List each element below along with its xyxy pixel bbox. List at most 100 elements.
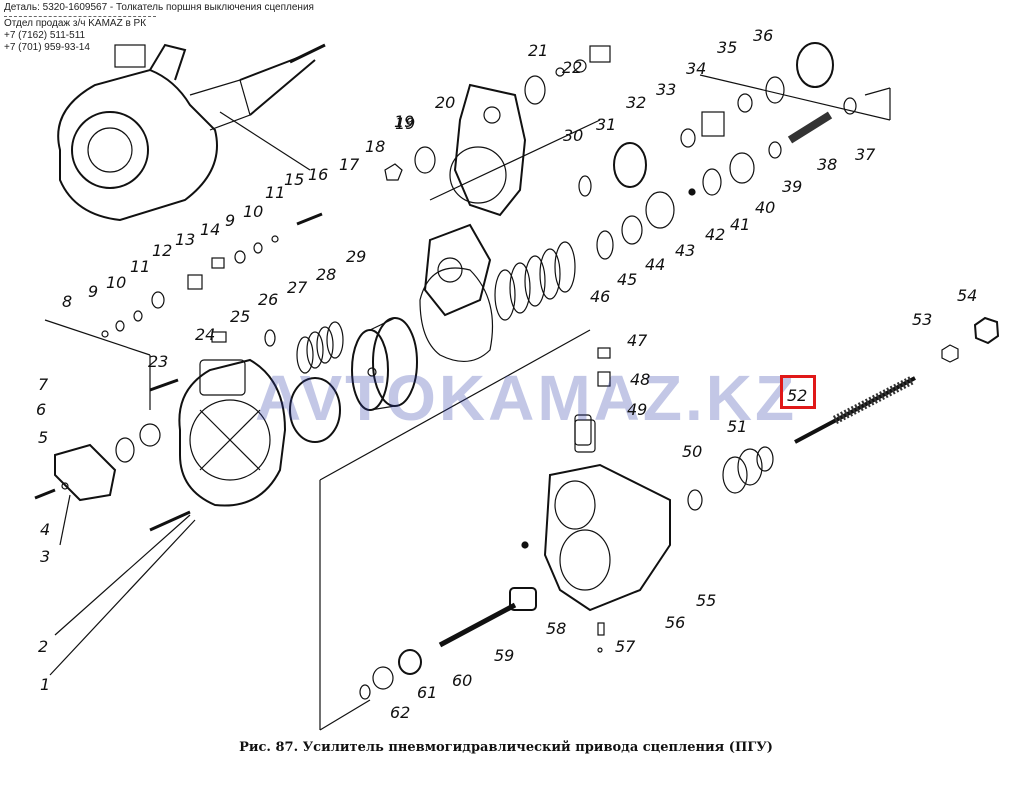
part-number-label[interactable]: 2	[38, 637, 48, 656]
part-number-label[interactable]: 27	[287, 278, 308, 297]
part-number-label[interactable]: 26	[258, 290, 278, 309]
plug-47-illustration	[597, 347, 611, 359]
part-number-label[interactable]: 43	[675, 241, 695, 260]
part-number-label[interactable]: 36	[753, 26, 773, 45]
part-number-label[interactable]: 45	[617, 270, 637, 289]
boot-51-illustration	[722, 446, 774, 494]
part-number-label[interactable]: 46	[590, 287, 610, 306]
part-number-label[interactable]: 54	[957, 286, 977, 305]
washer-3-illustration	[61, 482, 69, 490]
part-number-label[interactable]: 32	[626, 93, 646, 112]
leader-line	[219, 111, 311, 171]
part-number-label[interactable]: 5	[38, 428, 48, 447]
plug-58-illustration	[521, 541, 529, 549]
part-number-label[interactable]: 42	[705, 225, 725, 244]
part-number-label[interactable]: 34	[686, 59, 706, 78]
part-number-label[interactable]: 48	[630, 370, 650, 389]
part-number-label[interactable]: 8	[62, 292, 72, 311]
pusher-59-illustration	[438, 587, 537, 648]
part-number-label[interactable]: 61	[417, 683, 437, 702]
part-number-label[interactable]: 11	[265, 183, 285, 202]
push-rod-52-illustration	[794, 376, 916, 444]
part-number-label[interactable]: 19	[394, 112, 414, 131]
part-number-label[interactable]: 57	[615, 637, 636, 656]
part-number-label[interactable]: 25	[230, 307, 250, 326]
part-number-label[interactable]: 4	[40, 520, 50, 539]
part-number-label[interactable]: 3	[40, 547, 50, 566]
part-number-label[interactable]: 9	[88, 282, 98, 301]
plug-24-illustration	[211, 331, 227, 343]
part-number-label[interactable]: 18	[365, 137, 385, 156]
part-number-label[interactable]: 38	[817, 155, 837, 174]
part-number-label[interactable]: 23	[148, 352, 168, 371]
plug-8-illustration	[101, 330, 109, 338]
ring-62-illustration	[359, 684, 371, 700]
part-number-label[interactable]: 21	[528, 41, 548, 60]
part-number-label[interactable]: 37	[855, 145, 876, 164]
cup-61-illustration	[372, 666, 394, 690]
watermark-text: AVTOKAMAZ.KZ	[255, 362, 797, 434]
valve-48-illustration	[597, 371, 611, 387]
header-divider	[4, 16, 156, 17]
ring-57-illustration	[597, 647, 603, 653]
part-number-label[interactable]: 14	[200, 220, 220, 239]
part-number-label[interactable]: 41	[730, 215, 750, 234]
part-number-label[interactable]: 12	[152, 241, 172, 260]
part-number-label[interactable]: 17	[339, 155, 360, 174]
part-number-label[interactable]: 40	[755, 198, 775, 217]
part-number-label[interactable]: 59	[494, 646, 514, 665]
part-number-label[interactable]: 16	[308, 165, 328, 184]
part-number-label[interactable]: 49	[627, 400, 647, 419]
part-number-label[interactable]: 9	[225, 211, 235, 230]
part-info-header: Деталь: 5320-1609567 - Толкатель поршня …	[4, 2, 314, 54]
part-number-label[interactable]: 6	[36, 400, 46, 419]
gasket-6-illustration	[115, 437, 135, 463]
nut-54-illustration	[973, 316, 1000, 345]
valve-parts-illustration	[384, 42, 857, 260]
ring-26-illustration	[264, 329, 276, 347]
part-number-label[interactable]: 53	[912, 310, 932, 329]
part-number-label[interactable]: 55	[696, 591, 716, 610]
part-number-label[interactable]: 29	[346, 247, 366, 266]
pin-56-illustration	[597, 622, 605, 636]
plug-13-illustration	[187, 274, 203, 290]
part-number-label[interactable]: 15	[284, 170, 304, 189]
part-number-label[interactable]: 33	[656, 80, 676, 99]
part-number-label[interactable]: 1	[40, 675, 50, 694]
part-number-label[interactable]: 30	[563, 126, 583, 145]
part-number-label[interactable]: 50	[682, 442, 702, 461]
seal-60-illustration	[398, 649, 422, 675]
part-number-label[interactable]: 58	[546, 619, 566, 638]
part-number-label[interactable]: 31	[596, 115, 616, 134]
ring-28-illustration	[289, 377, 341, 443]
housing-25-illustration	[178, 358, 287, 507]
bolt-4-illustration	[34, 488, 56, 500]
part-number-label[interactable]: 22	[562, 58, 582, 77]
part-number-label[interactable]: 10	[106, 273, 126, 292]
flange-5-illustration	[54, 443, 117, 502]
part-number-label[interactable]: 51	[727, 417, 747, 436]
part-number-label[interactable]: 24	[195, 325, 215, 344]
part-number-label[interactable]: 35	[717, 38, 737, 57]
part-number-label[interactable]: 47	[627, 331, 648, 350]
part-number-label[interactable]: 44	[645, 255, 665, 274]
part-number-label[interactable]: 60	[452, 671, 472, 690]
nut-53-illustration	[941, 344, 959, 363]
part-number-label[interactable]: 10	[243, 202, 263, 221]
part-number-label[interactable]: 39	[782, 177, 802, 196]
bolt-23-illustration	[149, 378, 179, 392]
part-number-label[interactable]: 7	[38, 375, 49, 394]
fitting-49-illustration	[574, 414, 592, 446]
part-number-label[interactable]: 11	[130, 257, 150, 276]
phone-number-1[interactable]: +7 (7162) 511-511	[4, 30, 86, 41]
part-number-label[interactable]: 19	[395, 114, 415, 133]
part-number-label[interactable]: 56	[665, 613, 685, 632]
sales-department-text: Отдел продаж з/ч KAMAZ в РК	[4, 18, 147, 29]
part-number-label[interactable]: 28	[316, 265, 336, 284]
part-number-label[interactable]: 62	[390, 703, 410, 722]
piston-29-illustration	[351, 317, 418, 411]
phone-number-2[interactable]: +7 (701) 959-93-14	[4, 42, 90, 53]
part-number-label[interactable]: 13	[175, 230, 195, 249]
part-number-label[interactable]: 20	[435, 93, 455, 112]
